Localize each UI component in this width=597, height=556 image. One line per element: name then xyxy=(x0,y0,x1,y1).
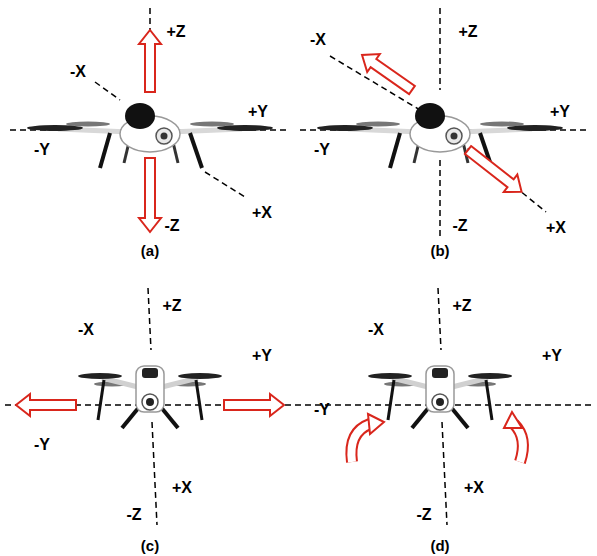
rotation-arrows xyxy=(351,412,523,462)
axis-label: +Y xyxy=(252,348,272,364)
axis-label: +X xyxy=(546,220,566,236)
axis-label: -X xyxy=(310,32,326,48)
panel-caption: (c) xyxy=(141,538,159,553)
drone-front-view xyxy=(368,366,512,428)
axis-label: -Y xyxy=(314,142,330,158)
axis-label: +Y xyxy=(550,104,570,120)
axis-label: -Y xyxy=(34,142,50,158)
axis-label: -X xyxy=(368,322,384,338)
drone-front-view xyxy=(78,366,222,428)
panel-caption: (a) xyxy=(141,243,159,258)
axis-label: -Y xyxy=(34,437,50,453)
axis-label: -Z xyxy=(452,218,467,234)
axis-label: -Z xyxy=(416,507,431,523)
axis-label: -X xyxy=(70,64,86,80)
panel-caption: (d) xyxy=(430,538,449,553)
axis-label: +Z xyxy=(166,24,185,40)
axis-label: -Z xyxy=(126,507,141,523)
axis-label: +Y xyxy=(542,348,562,364)
axis-label: -X xyxy=(78,322,94,338)
axis-label: +X xyxy=(172,480,192,496)
axis-lines xyxy=(5,8,592,525)
motion-arrows xyxy=(16,30,528,416)
axis-label: +Z xyxy=(452,298,471,314)
axis-label: +Z xyxy=(162,298,181,314)
axis-label: -Y xyxy=(314,402,330,418)
panel-caption: (b) xyxy=(430,243,449,258)
axis-label: +Y xyxy=(248,104,268,120)
axis-label: +Z xyxy=(458,24,477,40)
axis-label: -Z xyxy=(164,218,179,234)
axis-label: +X xyxy=(252,205,272,221)
drone-side-view xyxy=(317,103,563,168)
axis-label: +X xyxy=(464,480,484,496)
